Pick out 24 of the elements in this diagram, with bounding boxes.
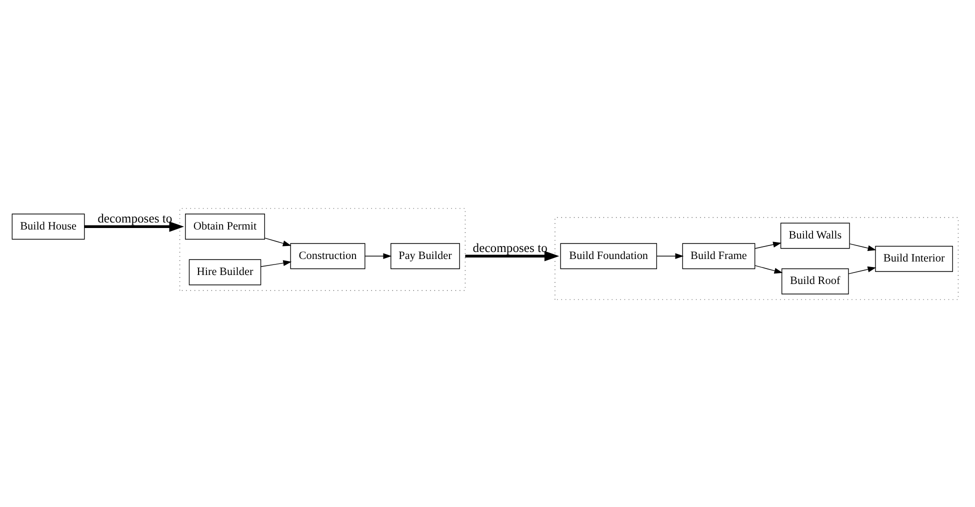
edge-label: decomposes to	[97, 211, 172, 226]
cluster	[178, 208, 466, 290]
node-box: Build Walls	[780, 222, 850, 248]
arrow	[364, 252, 392, 259]
node-box: Build Frame	[682, 242, 755, 269]
node-box: Construction	[290, 242, 365, 269]
arrow	[848, 266, 876, 274]
arrow	[656, 252, 684, 259]
cluster	[554, 216, 958, 300]
arrow	[848, 242, 876, 251]
edge-label: decomposes to	[472, 240, 547, 255]
arrow	[264, 237, 291, 246]
arrow	[754, 241, 782, 248]
node-box: Pay Builder	[390, 242, 460, 269]
arrow	[84, 220, 184, 232]
node-box: Build House	[11, 213, 84, 240]
arrow	[260, 260, 292, 266]
arrow	[754, 264, 782, 274]
node-box: Build Foundation	[560, 242, 656, 269]
node-box: Build Roof	[781, 268, 848, 294]
arrow	[464, 250, 559, 261]
node-box: Hire Builder	[188, 258, 261, 285]
node-box: Build Interior	[874, 245, 952, 272]
node-box: Obtain Permit	[184, 213, 264, 240]
